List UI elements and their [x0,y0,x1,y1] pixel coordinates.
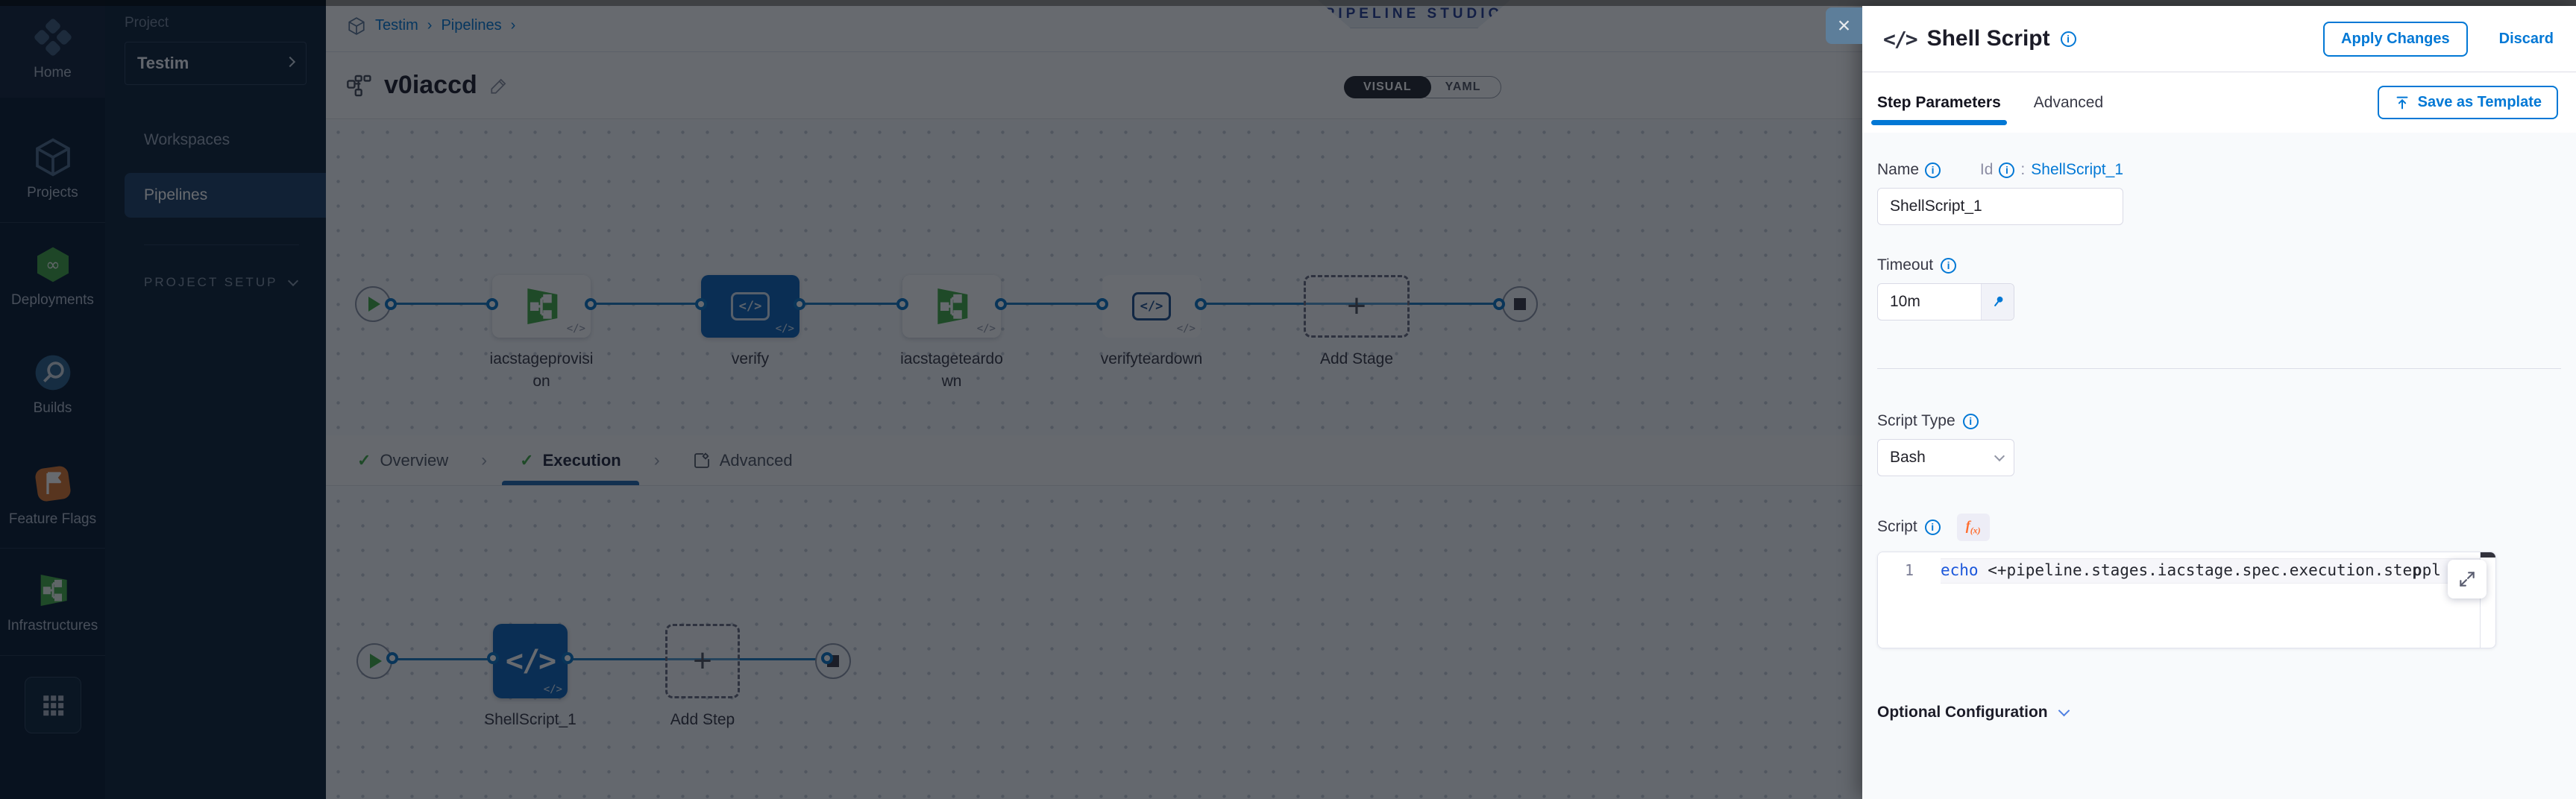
save-template-icon [2396,96,2408,109]
expand-icon [2460,571,2475,587]
timeout-value: 10m [1890,293,1920,310]
info-icon[interactable]: i [1941,257,1957,274]
id-label: Id [1979,161,1994,178]
expand-editor-button[interactable] [2448,559,2487,599]
editor-scrollbar-thumb[interactable] [2481,552,2495,558]
section-divider [1877,368,2561,369]
shell-script-icon: </> [1883,26,1918,51]
id-group: Id i : ShellScript_1 [1980,161,2123,179]
drawer-body: Name i Id i : ShellScript_1 ShellScript_… [1862,133,2576,799]
name-label: Name [1877,161,1920,178]
optional-configuration-toggle[interactable]: Optional Configuration [1877,704,2561,721]
save-as-template-label: Save as Template [2417,94,2542,110]
timeout-label-row: Timeout i [1877,256,2561,274]
name-label-row: Name i Id i : ShellScript_1 [1877,161,2123,179]
code-overflow-text: ppl [2413,560,2441,579]
name-label-group: Name i [1877,161,1941,179]
drawer-header: </> Shell Script i Apply Changes Discard [1862,6,2576,72]
apply-changes-button[interactable]: Apply Changes [2323,21,2468,57]
fx-label: f [1965,518,1970,533]
id-value[interactable]: ShellScript_1 [2031,161,2123,178]
script-label-row: Script i f(x) [1877,514,2561,541]
line-number: 1 [1904,560,1914,579]
info-icon[interactable]: i [1924,519,1941,535]
name-input[interactable]: ShellScript_1 [1877,188,2123,225]
script-type-label: Script Type [1877,412,1955,429]
info-icon[interactable]: i [2060,31,2076,47]
timeout-input[interactable]: 10m [1877,283,2014,320]
code-keyword: echo [1941,560,1979,579]
fx-sub-label: (x) [1970,525,1981,536]
drawer-close-button[interactable]: × [1826,7,1862,44]
active-line-highlight [1941,558,2480,584]
editor-gutter: 1 [1878,552,1941,648]
step-config-drawer: × </> Shell Script i Apply Changes Disca… [1826,6,2576,799]
top-edge-strip [0,0,2576,6]
timeout-label: Timeout [1877,256,1934,274]
code-line[interactable]: echo <+pipeline.stages.iacstage.spec.exe… [1941,561,2422,579]
script-type-label-row: Script Type i [1877,412,2561,430]
tab-step-parameters[interactable]: Step Parameters [1871,72,2007,133]
fixed-value-pin-button[interactable] [1981,284,2014,320]
chevron-down-icon [1994,450,2005,462]
discard-button[interactable]: Discard [2498,30,2554,47]
info-icon[interactable]: i [1999,162,2015,178]
info-icon[interactable]: i [1962,413,1979,429]
expression-fx-button[interactable]: f(x) [1956,514,1990,541]
script-label: Script [1877,518,1917,536]
code-text: <+pipeline.stages.iacstage.spec.executio… [1978,560,2422,579]
drawer-title: Shell Script [1926,26,2050,51]
close-icon: × [1837,13,1851,38]
info-icon[interactable]: i [1925,162,1941,178]
editor-scrollbar-track [2480,552,2481,648]
script-code-editor[interactable]: 1 echo <+pipeline.stages.iacstage.spec.e… [1877,551,2496,648]
save-as-template-button[interactable]: Save as Template [2377,86,2558,119]
chevron-down-icon [2058,704,2070,717]
pin-icon [1994,296,2002,306]
drawer-tabs: Step Parameters Advanced Save as Templat… [1862,72,2576,133]
script-type-value: Bash [1890,449,1926,466]
script-type-select[interactable]: Bash [1877,439,2014,476]
tab-advanced[interactable]: Advanced [2033,93,2104,111]
optional-configuration-label: Optional Configuration [1877,703,2048,721]
id-separator: : [2020,161,2026,178]
script-label-group: Script i [1877,518,1941,536]
